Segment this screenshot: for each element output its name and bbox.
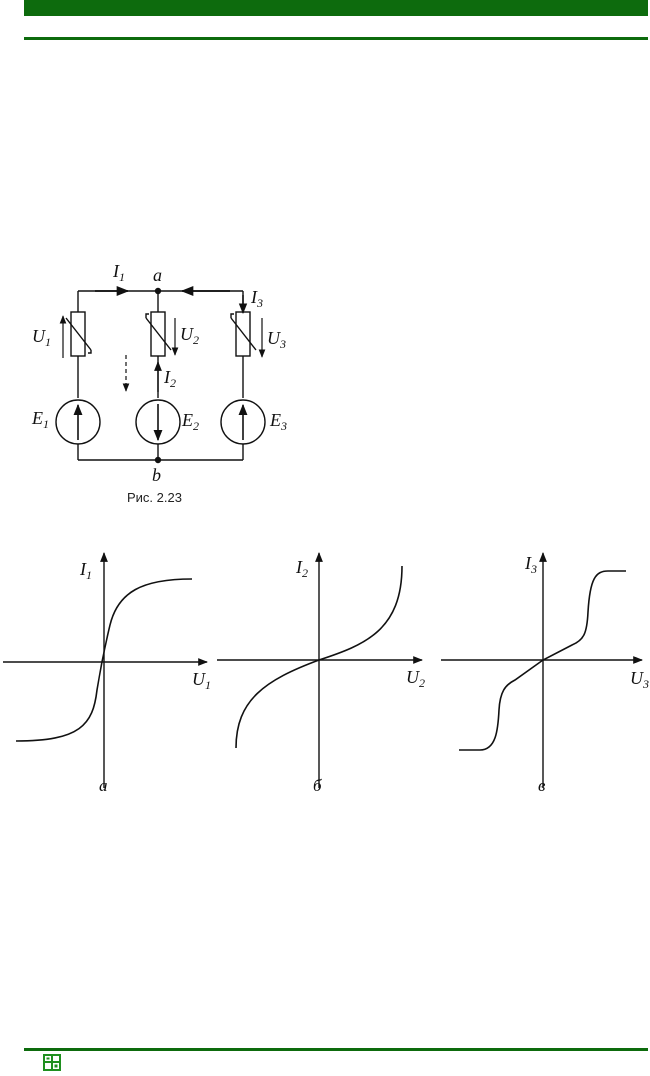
graph-a-xlabel: U1 [192, 669, 211, 692]
resistor2-slash-hook [145, 313, 149, 318]
resistor2-slash [145, 317, 172, 351]
graph-a-ylabel: I1 [79, 559, 92, 582]
label-E1: E1 [31, 408, 49, 431]
graph-b [217, 552, 423, 788]
graph-c [441, 552, 643, 788]
resistor3-slash [230, 317, 257, 351]
label-I1: I1 [112, 261, 125, 284]
resistor1-slash-hook [88, 350, 92, 354]
graph-a [3, 552, 208, 788]
node-b-dot [154, 456, 162, 464]
figure-caption: Рис. 2.23 [127, 490, 182, 505]
graph-c-labels: I3 U3 в [524, 553, 649, 795]
label-U1: U1 [32, 326, 51, 349]
graph-a-labels: I1 U1 а [79, 559, 211, 795]
graph-b-labels: I2 U2 б [295, 557, 425, 795]
graph-b-caption: б [313, 776, 322, 795]
label-I2: I2 [163, 367, 176, 390]
graph-a-curve [15, 578, 193, 742]
graph-c-caption: в [538, 776, 546, 795]
resistor3-slash-hook [230, 313, 234, 318]
graph-b-xlabel: U2 [406, 667, 425, 690]
graph-c-xlabel: U3 [630, 668, 649, 691]
node-b-label: b [152, 465, 161, 485]
header-divider [24, 37, 648, 40]
label-U3: U3 [267, 328, 286, 351]
node-a-label: a [153, 265, 162, 285]
graph-b-ylabel: I2 [295, 557, 308, 580]
label-U2: U2 [180, 324, 199, 347]
header-bar [24, 0, 648, 16]
graph-a-caption: а [99, 776, 108, 795]
graph-b-curve [235, 565, 403, 749]
node-a-dot [154, 287, 162, 295]
circuit-labels: I1 a I3 U1 U2 U3 I2 E1 E2 E3 b [31, 261, 287, 485]
circuit-diagram [55, 285, 266, 464]
resistor1-slash [65, 317, 92, 351]
label-I3: I3 [250, 287, 263, 310]
footer-divider [24, 1048, 648, 1051]
label-E3: E3 [269, 410, 287, 433]
graph-c-ylabel: I3 [524, 553, 537, 576]
label-E2: E2 [181, 410, 199, 433]
publisher-logo-icon [43, 1054, 61, 1071]
graph-c-curve [459, 570, 626, 751]
